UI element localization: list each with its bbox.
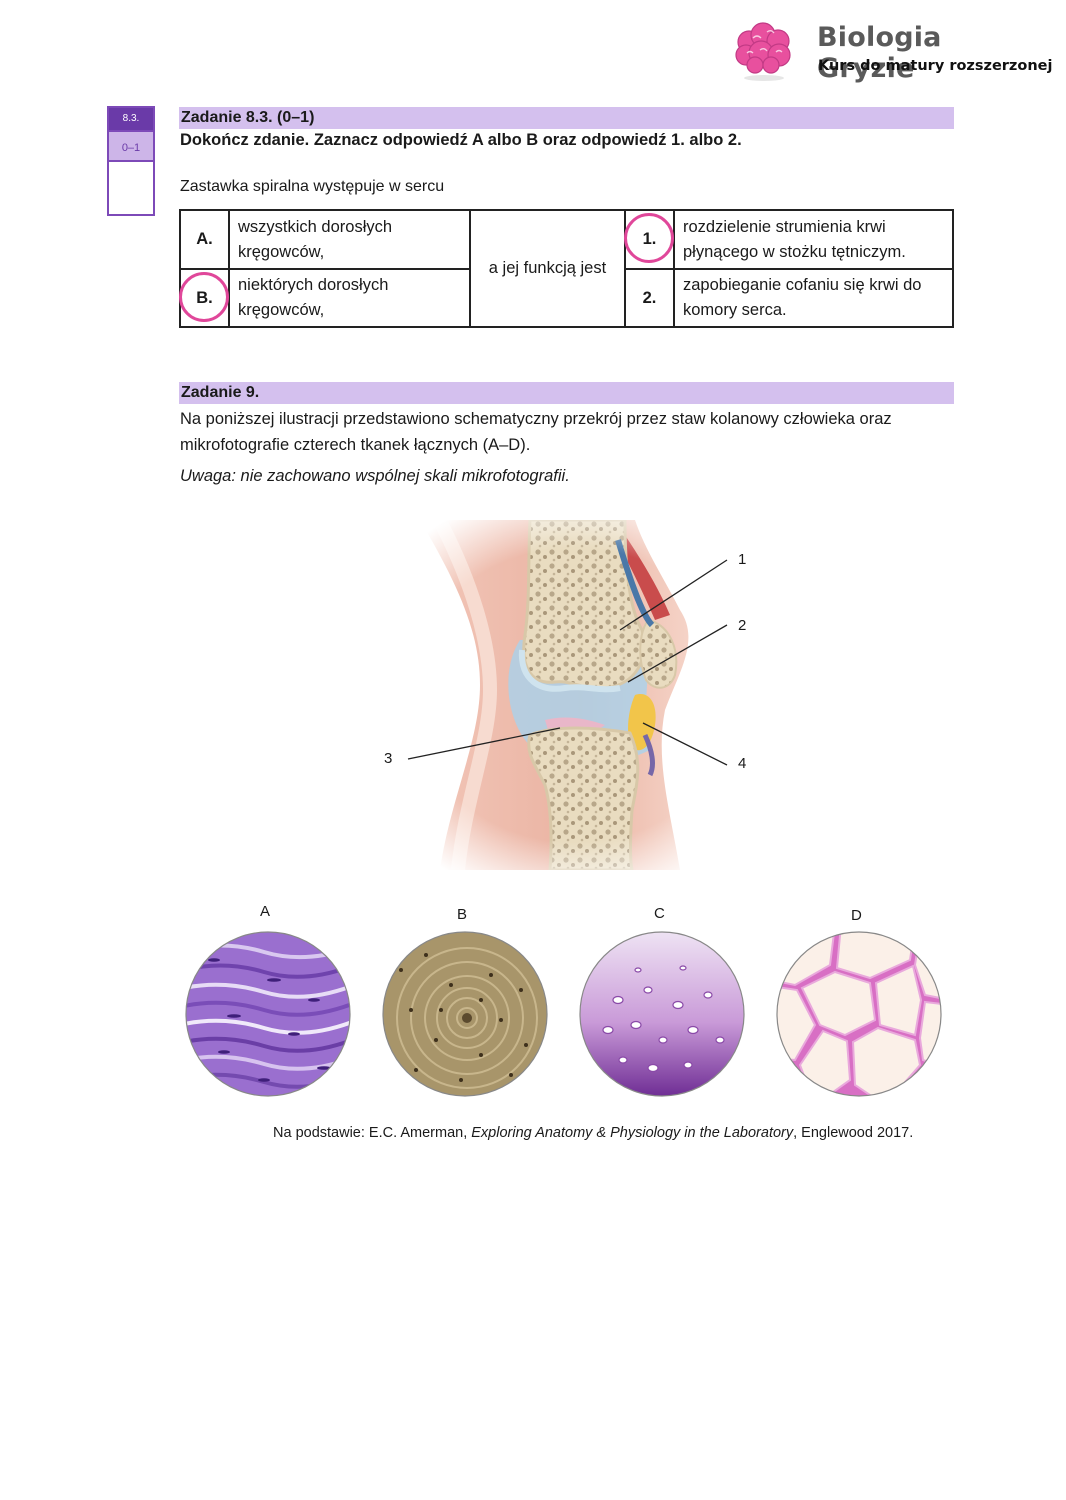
knee-label-4: 4 bbox=[738, 755, 747, 772]
micro-label-d: D bbox=[851, 907, 862, 924]
score-entry-field[interactable] bbox=[109, 162, 153, 214]
micro-label-b: B bbox=[457, 906, 468, 923]
task-8-3-lead: Zastawka spiralna występuje w sercu bbox=[180, 178, 445, 195]
knee-label-3: 3 bbox=[384, 750, 393, 767]
micro-label-c: C bbox=[654, 905, 665, 922]
score-task-number: 8.3. bbox=[109, 108, 153, 130]
task-8-3-instruction: Dokończ zdanie. Zaznacz odpowiedź A albo… bbox=[180, 131, 742, 149]
micro-label-a: A bbox=[260, 903, 271, 920]
answer-table: A. wszystkich dorosłych kręgowców, a jej… bbox=[179, 209, 954, 328]
task-9-header: Zadanie 9. bbox=[179, 382, 954, 404]
knee-label-1: 1 bbox=[738, 551, 747, 568]
brand-logo: Biologia Gryzie Kurs do matury rozszerzo… bbox=[733, 20, 1052, 84]
score-box: 8.3. 0–1 bbox=[107, 106, 155, 216]
option-b[interactable]: B. bbox=[179, 268, 230, 328]
knee-joint-illustration bbox=[380, 520, 770, 870]
knee-label-2: 2 bbox=[738, 617, 747, 634]
option-1[interactable]: 1. bbox=[624, 209, 675, 270]
brain-icon bbox=[735, 22, 791, 81]
selected-circle bbox=[179, 272, 229, 322]
micrograph-a-dense-connective bbox=[185, 931, 351, 1097]
option-a[interactable]: A. bbox=[179, 209, 230, 270]
score-points: 0–1 bbox=[109, 130, 153, 162]
option-b-text: niektórych dorosłych kręgowców, bbox=[228, 268, 471, 328]
micrograph-b-bone bbox=[382, 931, 548, 1097]
brand-name: Biologia Gryzie bbox=[817, 22, 942, 84]
source-citation: Na podstawie: E.C. Amerman, Exploring An… bbox=[273, 1125, 914, 1141]
task-9-text: Na poniższej ilustracji przedstawiono sc… bbox=[180, 410, 892, 454]
selected-circle bbox=[624, 213, 674, 263]
brand-tagline: Kurs do matury rozszerzonej bbox=[818, 58, 1053, 74]
task-9-note: Uwaga: nie zachowano wspólnej skali mikr… bbox=[180, 467, 570, 485]
task-8-3-header: Zadanie 8.3. (0–1) bbox=[179, 107, 954, 129]
micrograph-d-adipose bbox=[776, 931, 942, 1097]
micrograph-c-cartilage bbox=[579, 931, 745, 1097]
option-2-text: zapobieganie cofaniu się krwi do komory … bbox=[673, 268, 954, 328]
option-1-text: rozdzielenie strumienia krwi płynącego w… bbox=[673, 209, 954, 270]
option-2[interactable]: 2. bbox=[624, 268, 675, 328]
option-a-text: wszystkich dorosłych kręgowców, bbox=[228, 209, 471, 270]
table-middle-text: a jej funkcją jest bbox=[469, 209, 626, 328]
